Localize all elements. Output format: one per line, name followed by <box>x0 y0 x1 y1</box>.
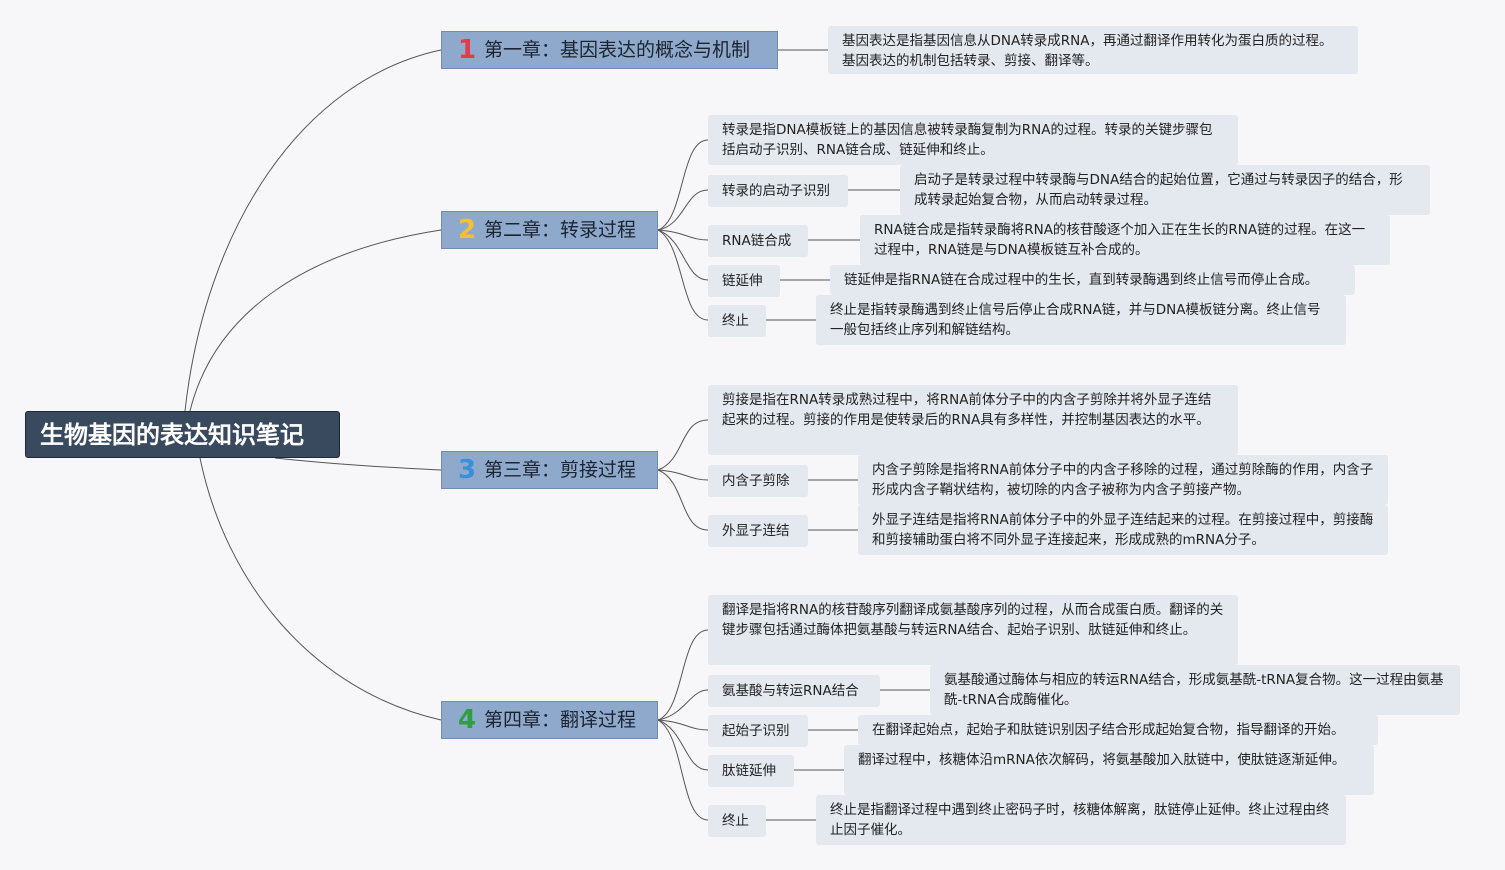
chapter-number-2: 2 <box>458 215 477 245</box>
chapter-title: 第三章：剪接过程 <box>484 459 637 481</box>
subtopic-termination[interactable]: 终止 <box>708 305 766 337</box>
subtopic-peptide-elongation[interactable]: 肽链延伸 <box>708 755 794 787</box>
subtopic-note[interactable]: 翻译过程中，核糖体沿mRNA依次解码，将氨基酸加入肽链中，使肽链逐渐延伸。 <box>844 745 1374 795</box>
chapter-title: 第二章：转录过程 <box>484 219 637 241</box>
subtopic-note[interactable]: 终止是指翻译过程中遇到终止密码子时，核糖体解离，肽链停止延伸。终止过程由终止因子… <box>816 795 1346 845</box>
chapter-1-note[interactable]: 基因表达是指基因信息从DNA转录成RNA，再通过翻译作用转化为蛋白质的过程。基因… <box>828 26 1358 74</box>
chapter-2-intro[interactable]: 转录是指DNA模板链上的基因信息被转录酶复制为RNA的过程。转录的关键步骤包括启… <box>708 115 1238 165</box>
subtopic-amino-acid-trna[interactable]: 氨基酸与转运RNA结合 <box>708 675 880 707</box>
subtopic-intron-removal[interactable]: 内含子剪除 <box>708 465 808 497</box>
subtopic-note[interactable]: 外显子连结是指将RNA前体分子中的外显子连结起来的过程。在剪接过程中，剪接酶和剪… <box>858 505 1388 555</box>
chapter-4-topic[interactable]: 4 第四章：翻译过程 <box>441 701 658 739</box>
chapter-3-topic[interactable]: 3 第三章：剪接过程 <box>441 451 658 489</box>
chapter-3-intro[interactable]: 剪接是指在RNA转录成熟过程中，将RNA前体分子中的内含子剪除并将外显子连结起来… <box>708 385 1238 455</box>
subtopic-rna-synthesis[interactable]: RNA链合成 <box>708 225 808 257</box>
root-topic[interactable]: 生物基因的表达知识笔记 <box>25 411 340 458</box>
subtopic-note[interactable]: 链延伸是指RNA链在合成过程中的生长，直到转录酶遇到终止信号而停止合成。 <box>830 265 1355 295</box>
subtopic-termination[interactable]: 终止 <box>708 805 766 837</box>
chapter-number-4: 4 <box>458 705 477 735</box>
subtopic-note[interactable]: 在翻译起始点，起始子和肽链识别因子结合形成起始复合物，指导翻译的开始。 <box>858 715 1378 745</box>
chapter-title: 第一章：基因表达的概念与机制 <box>484 39 751 61</box>
chapter-number-3: 3 <box>458 455 477 485</box>
subtopic-promoter-recognition[interactable]: 转录的启动子识别 <box>708 175 848 207</box>
subtopic-exon-ligation[interactable]: 外显子连结 <box>708 515 808 547</box>
subtopic-note[interactable]: 终止是指转录酶遇到终止信号后停止合成RNA链，并与DNA模板链分离。终止信号一般… <box>816 295 1346 345</box>
subtopic-elongation[interactable]: 链延伸 <box>708 265 780 297</box>
subtopic-note[interactable]: 氨基酸通过酶体与相应的转运RNA结合，形成氨基酰-tRNA复合物。这一过程由氨基… <box>930 665 1460 715</box>
chapter-2-topic[interactable]: 2 第二章：转录过程 <box>441 211 658 249</box>
chapter-1-topic[interactable]: 1 第一章：基因表达的概念与机制 <box>441 31 778 69</box>
subtopic-note[interactable]: 内含子剪除是指将RNA前体分子中的内含子移除的过程，通过剪除酶的作用，内含子形成… <box>858 455 1388 505</box>
subtopic-note[interactable]: 启动子是转录过程中转录酶与DNA结合的起始位置，它通过与转录因子的结合，形成转录… <box>900 165 1430 215</box>
subtopic-note[interactable]: RNA链合成是指转录酶将RNA的核苷酸逐个加入正在生长的RNA链的过程。在这一过… <box>860 215 1390 265</box>
chapter-title: 第四章：翻译过程 <box>484 709 637 731</box>
chapter-number-1: 1 <box>458 35 477 65</box>
chapter-4-intro[interactable]: 翻译是指将RNA的核苷酸序列翻译成氨基酸序列的过程，从而合成蛋白质。翻译的关键步… <box>708 595 1238 665</box>
subtopic-initiator-recognition[interactable]: 起始子识别 <box>708 715 808 747</box>
